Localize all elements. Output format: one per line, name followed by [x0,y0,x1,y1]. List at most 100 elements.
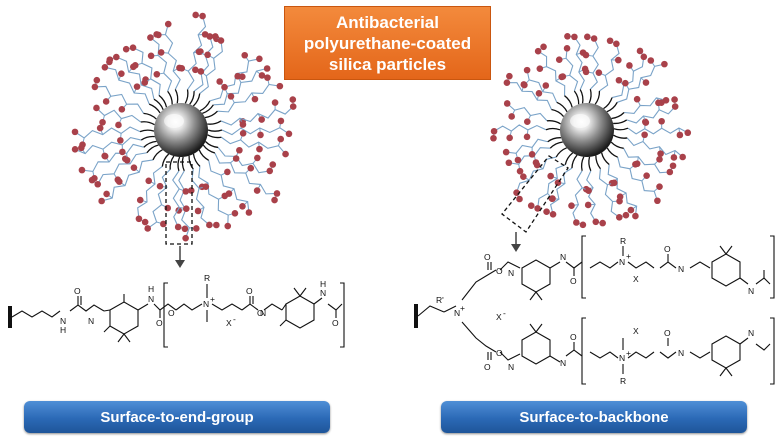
anchor-spoke [153,98,164,110]
charged-bead [118,70,125,77]
charged-bead [145,177,153,185]
charged-bead [656,156,663,163]
right-bracket-bottom-close [770,317,775,385]
polymer-chain [81,143,144,173]
charged-bead [79,141,86,149]
charged-bead [520,173,527,180]
left-core-highlight [164,114,184,128]
anchor-spoke [146,144,159,154]
polymer-chain [626,106,676,124]
charged-bead [503,100,511,107]
anchor-spoke [181,156,185,172]
charged-bead [239,130,247,137]
charged-bead [247,164,255,172]
anchor-spoke [188,155,194,170]
charged-bead [616,197,623,205]
charged-bead [684,129,692,137]
anchor-spoke [202,104,214,115]
left-bracket-open [163,282,168,348]
charged-bead [156,182,164,190]
charged-bead [241,51,249,59]
polymer-chain [104,66,150,105]
charged-bead [199,12,206,20]
polymer-chain [199,40,223,94]
charged-bead [559,73,567,80]
chem-o: O [570,276,577,286]
right-bracket-top-open [581,235,586,299]
chem-r-prime: R' [436,295,444,305]
anchor-spoke [613,119,628,125]
charged-bead [147,52,155,60]
anchor-spoke [204,141,219,149]
charged-bead [101,152,108,160]
charged-bead [174,223,182,231]
polymer-chain [623,148,670,174]
polymer-chain [74,137,142,155]
charged-bead [91,175,98,182]
polymer-chain [624,97,667,114]
chem-h: H [60,325,66,335]
charged-bead [592,218,600,226]
right-chemical-labels: R' N + X - O O N N O R N + X O N N O O N… [436,236,754,386]
charged-bead [192,11,199,19]
charged-bead [656,183,663,190]
chem-r: R [620,236,626,246]
polymer-chain [572,170,583,223]
left-particle [71,11,297,268]
charged-bead [277,135,285,143]
anchor-spoke [594,90,601,105]
charged-bead [141,218,149,226]
anchor-spoke [207,134,222,139]
charged-bead [627,206,635,214]
charged-bead [584,201,592,209]
right-surface-anchor [414,304,418,328]
charged-bead [130,164,138,171]
charged-bead [113,53,120,61]
charged-bead [78,166,86,174]
chem-h: H [320,279,326,289]
charged-bead [540,43,547,51]
chem-x: X [226,318,232,328]
chem-charge-plus: + [626,251,631,261]
chem-n: N [748,286,754,296]
left-linker-bonds [11,310,61,318]
anchor-spoke [547,137,562,143]
charged-bead [103,190,110,198]
right-ring-1 [521,259,551,293]
charged-bead [155,31,162,39]
chem-n: N [560,358,566,368]
charged-bead [640,53,648,61]
charged-bead [670,154,678,161]
chem-o: O [257,308,264,318]
chem-o: O [664,328,671,338]
polymer-chain [627,127,689,135]
charged-bead [197,68,205,75]
charged-bead [193,225,200,232]
charged-bead [503,79,511,87]
chem-n: N [60,316,66,326]
charged-bead [666,168,674,176]
anchor-spoke [207,120,222,125]
chem-n-plus: N [203,299,209,309]
polymer-chain [586,170,597,223]
polymer-chain [96,107,142,123]
charged-bead [613,40,620,48]
charged-bead [632,212,639,220]
left-silica-core [154,103,208,157]
charged-bead [224,168,231,176]
title-line-2: polyurethane-coated [303,33,472,53]
charged-bead [516,167,524,175]
charged-bead [123,156,131,164]
chem-n: N [508,362,514,372]
charged-bead [521,81,528,89]
polymer-chain [191,169,210,226]
right-ring-3 [521,331,551,365]
charged-bead [254,154,261,162]
title-line-3: silica particles [328,54,447,74]
anchor-spoke [588,88,592,104]
left-selection-box [165,161,193,245]
polymer-chain [598,168,620,218]
charged-bead [549,195,556,202]
charged-bead [661,60,668,68]
